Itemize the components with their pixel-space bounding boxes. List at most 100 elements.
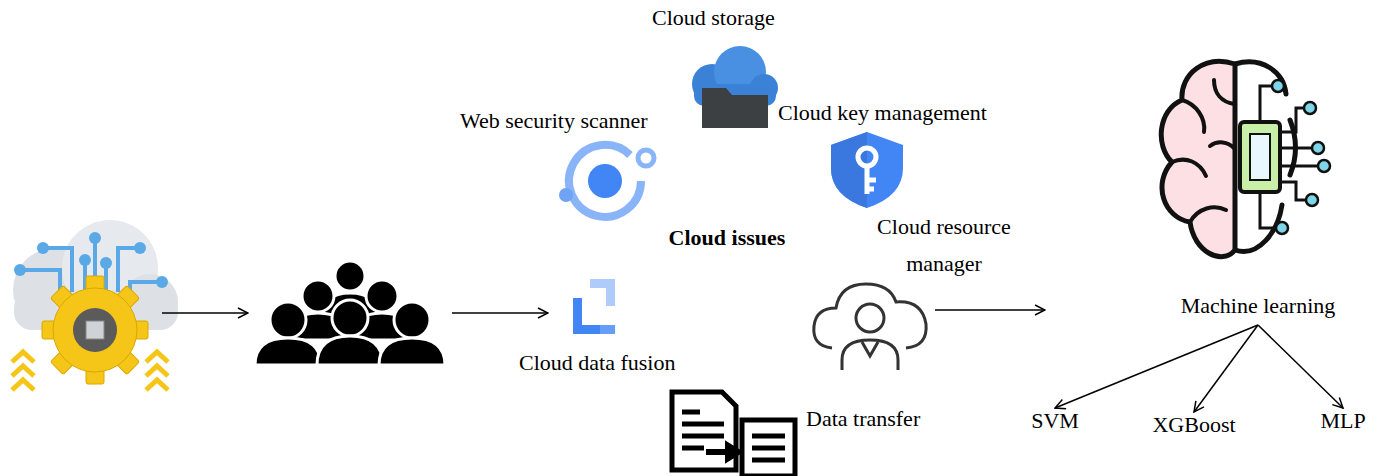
iot-icon-part-part bbox=[100, 257, 112, 269]
brain-icon-part bbox=[1172, 80, 1234, 222]
brain-icon-part-part bbox=[1260, 86, 1272, 122]
icon-label: Web security scanner bbox=[460, 108, 648, 134]
iot-icon-part-part bbox=[134, 242, 146, 254]
iot-icon-part-part bbox=[146, 366, 168, 376]
people-icon bbox=[255, 261, 445, 365]
label-slot: Cloud data fusion bbox=[519, 350, 675, 376]
label-slot: Cloud storage bbox=[652, 5, 775, 31]
iot-icon-part-part bbox=[79, 254, 91, 266]
iot-icon-part-part bbox=[37, 242, 49, 254]
brain-icon-part-part bbox=[1280, 147, 1312, 150]
brain-icon-part-part bbox=[1306, 194, 1318, 206]
iot-icon-part-part bbox=[12, 380, 34, 390]
flow-arrow bbox=[1194, 325, 1258, 412]
iot-icon-part-part bbox=[45, 248, 72, 292]
people-icon-part bbox=[255, 338, 321, 365]
people-icon-part bbox=[270, 302, 306, 338]
data-transfer-icon-part bbox=[706, 449, 728, 455]
people-icon-part bbox=[366, 280, 398, 312]
resource-manager-icon-part bbox=[814, 284, 926, 348]
data-transfer-icon-part bbox=[752, 436, 785, 460]
brain-icon-part bbox=[1260, 86, 1318, 228]
key-shield-icon-part bbox=[831, 132, 903, 208]
data-fusion-icon-part bbox=[590, 279, 615, 306]
iot-icon-part-part bbox=[12, 366, 34, 376]
brain-icon-part bbox=[1235, 62, 1295, 252]
brain-icon-part bbox=[1250, 134, 1270, 180]
brain-icon-part-part bbox=[1210, 142, 1234, 148]
brain-icon-part-part bbox=[1182, 100, 1204, 132]
model-name: MLP bbox=[1318, 408, 1367, 434]
iot-icon-part-part bbox=[53, 288, 137, 372]
brain-icon-part-part bbox=[1260, 192, 1276, 228]
people-icon-part bbox=[379, 338, 445, 365]
data-transfer-icon-part bbox=[682, 412, 724, 448]
icon-label: Cloud storage bbox=[652, 5, 775, 31]
flow-arrow bbox=[935, 309, 1045, 311]
model-group: Machine learning bbox=[1045, 40, 1365, 325]
data-transfer-icon bbox=[672, 392, 795, 476]
people-icon-part bbox=[302, 280, 334, 312]
brain-icon-part-part bbox=[1280, 108, 1304, 132]
scanner-icon-part bbox=[638, 150, 654, 166]
iot-icon-part-part bbox=[146, 380, 168, 390]
icon-label: Cloud key management bbox=[778, 100, 987, 126]
iot-icon-part-part bbox=[146, 352, 168, 362]
label-slot: Data transfer bbox=[806, 406, 920, 432]
resource-manager-icon-part bbox=[842, 340, 898, 370]
flow-arrow bbox=[162, 312, 248, 314]
data-fusion-icon-part bbox=[573, 298, 600, 334]
storage-icon-part bbox=[702, 88, 768, 128]
iot-icon-part-part bbox=[156, 276, 168, 288]
brain-icon-part bbox=[1161, 61, 1235, 256]
key-shield-icon-part bbox=[858, 148, 876, 166]
scanner-icon-part bbox=[588, 164, 622, 198]
iot-icon-part bbox=[86, 321, 104, 339]
iot-icon-part-part bbox=[89, 232, 101, 244]
people-icon-part bbox=[394, 302, 430, 338]
icon-label: Cloud data fusion bbox=[519, 350, 675, 376]
node-label: Machine learning bbox=[1181, 293, 1336, 319]
resource-manager-icon bbox=[814, 284, 926, 370]
brain-icon-part-part bbox=[1190, 207, 1226, 222]
group-title: Cloud issues bbox=[669, 225, 786, 251]
people-icon-part bbox=[317, 336, 383, 365]
brain-icon-part bbox=[1272, 80, 1330, 234]
icon-label: Cloud resource manager bbox=[862, 208, 1026, 282]
node-label: MLP bbox=[1320, 408, 1365, 434]
data-fusion-icon bbox=[573, 279, 615, 334]
model-name: XGBoost bbox=[1150, 412, 1237, 438]
node-label: XGBoost bbox=[1152, 412, 1235, 438]
brain-icon-part-part bbox=[1304, 102, 1316, 114]
brain-icon-part-part bbox=[1280, 182, 1306, 200]
label-slot: Web security scanner bbox=[460, 108, 648, 134]
node-label: SVM bbox=[1031, 408, 1079, 434]
scanner-icon-part bbox=[559, 188, 573, 202]
iot-icon-part-part bbox=[12, 352, 34, 362]
iot-icon-part-part bbox=[14, 264, 26, 276]
scanner-icon bbox=[559, 145, 654, 217]
flow-arrow bbox=[452, 312, 548, 314]
people-icon-part bbox=[332, 300, 368, 336]
scanner-icon-part bbox=[569, 145, 641, 217]
resource-manager-icon-part bbox=[862, 342, 878, 356]
model-name: SVM bbox=[1029, 408, 1081, 434]
brain-icon-part-part bbox=[1280, 165, 1318, 168]
iot-icon-part bbox=[42, 276, 148, 384]
brain-icon-part-part bbox=[1214, 80, 1234, 104]
brain-icon-part bbox=[1240, 122, 1280, 192]
resource-manager-icon-part bbox=[856, 304, 884, 332]
brain-icon-part-part bbox=[1318, 160, 1330, 172]
brain-icon-part-part bbox=[1272, 80, 1284, 92]
iot-icon-part bbox=[12, 352, 168, 390]
label-slot: Cloud key management bbox=[778, 100, 987, 126]
brain-icon-part-part bbox=[1312, 142, 1324, 154]
label-slot: Cloud resource manager bbox=[862, 208, 1026, 282]
data-fusion-icon-part bbox=[600, 325, 615, 334]
icon-label: Data transfer bbox=[806, 406, 920, 432]
issue-group: Cloud issues bbox=[455, 5, 935, 471]
key-shield-icon-part bbox=[831, 132, 867, 208]
flow-arrow bbox=[1258, 325, 1343, 408]
brain-icon-part-part bbox=[1172, 160, 1206, 176]
